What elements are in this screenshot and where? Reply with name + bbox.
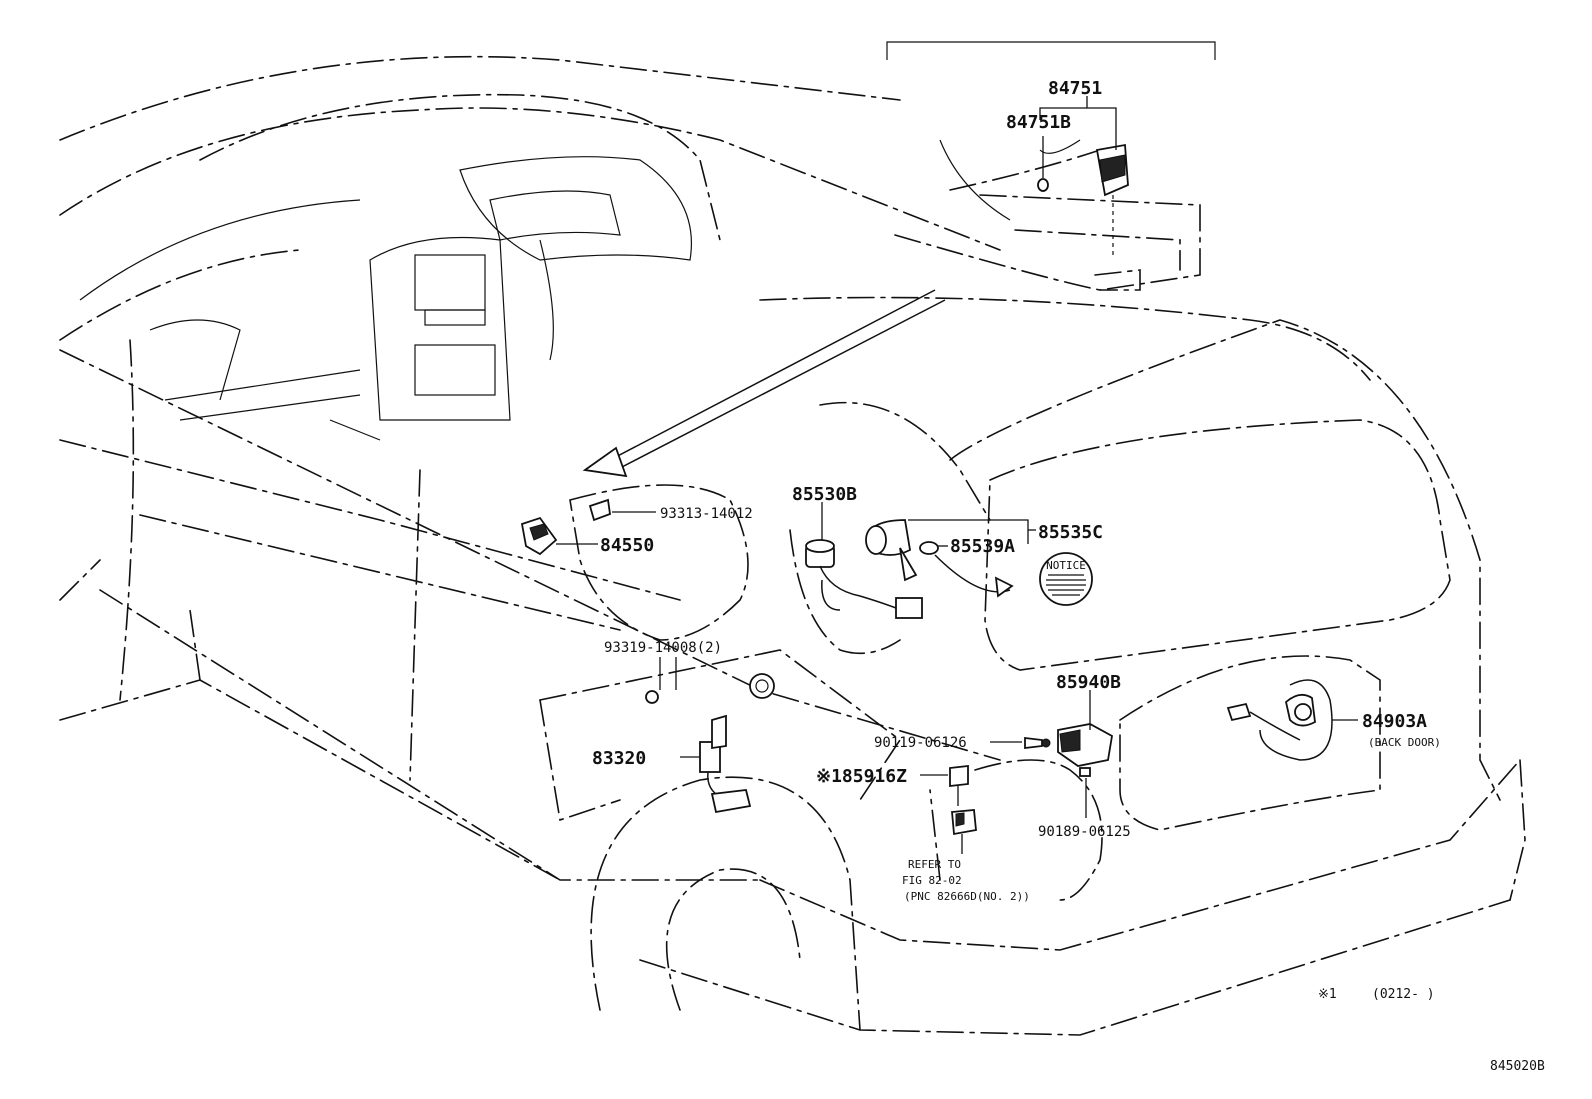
label-83320: 83320: [592, 748, 646, 769]
label-85535c: 85535C: [1038, 522, 1103, 543]
label-84550: 84550: [600, 535, 654, 556]
label-85530b: 85530B: [792, 484, 857, 505]
part-93319-screw: [645, 690, 659, 704]
part-185916z-relay: [949, 764, 977, 836]
label-93313-14012: 93313-14012: [660, 506, 753, 522]
part-84903a-harness: [1226, 679, 1333, 761]
console-inset: [886, 41, 1216, 291]
part-84550-sensor: [520, 484, 749, 641]
dashboard-interior: [79, 156, 692, 441]
label-90189-06125: 90189-06125: [1038, 824, 1131, 840]
wiring-harness: [929, 759, 1103, 901]
label-back-door: (BACK DOOR): [1368, 736, 1441, 749]
footnote-range: (0212- ): [1372, 987, 1435, 1002]
vehicle-body-outline: [59, 55, 1526, 1036]
part-90119-bolt: [1024, 736, 1051, 750]
label-85539a: 85539A: [950, 536, 1015, 557]
label-84903a: 84903A: [1362, 711, 1427, 732]
part-84751b-bulb: [1037, 178, 1049, 192]
part-84751-switch: [1095, 143, 1129, 255]
label-84751b: 84751B: [1006, 112, 1071, 133]
footnote-mark: ※1: [1318, 987, 1337, 1002]
refer-line-3: (PNC 82666D(NO. 2)): [904, 890, 1030, 903]
label-93319-14008: 93319-14008(2): [604, 640, 722, 656]
leader-lines: [556, 96, 1358, 854]
label-90119-06126: 90119-06126: [874, 735, 967, 751]
refer-line-2: FIG 82-02: [902, 874, 962, 887]
label-85940b: 85940B: [1056, 672, 1121, 693]
part-85539a-lens: [919, 541, 1014, 598]
refer-line-1: REFER TO: [908, 858, 961, 871]
notice-label: NOTICE: [1039, 552, 1093, 606]
label-84751: 84751: [1048, 78, 1102, 99]
part-85535c-lamp: [865, 519, 918, 582]
notice-text: NOTICE: [1046, 559, 1086, 572]
label-185916z: ※185916Z: [816, 766, 907, 787]
figure-code: 845020B: [1490, 1059, 1545, 1074]
inset-arrow: [582, 289, 946, 478]
part-83320-sensor: [699, 673, 775, 814]
part-labels: 84751 84751B 85530B 85535C 85539A 93313-…: [592, 78, 1545, 1074]
part-85530b-socket: [789, 529, 923, 655]
